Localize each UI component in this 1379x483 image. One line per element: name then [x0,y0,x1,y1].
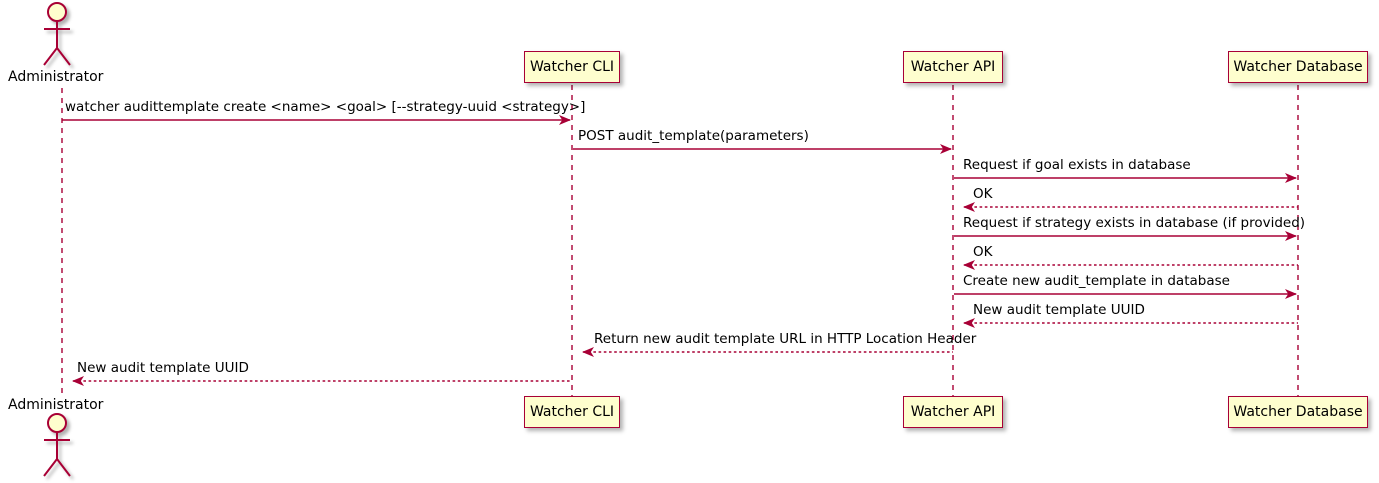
participant-label-watcher-database-bottom: Watcher Database [1233,404,1363,420]
message-label-6: OK [973,244,993,260]
participant-box-watcher-api-top[interactable]: Watcher API [903,51,1003,83]
lifelines [61,85,1299,396]
actor-label-administrator-top: Administrator [8,69,104,85]
participant-label-watcher-api-top: Watcher API [910,59,996,75]
message-label-2: POST audit_template(parameters) [578,128,809,144]
participant-label-watcher-cli-top: Watcher CLI [529,59,615,75]
message-label-5: Request if strategy exists in database (… [963,215,1306,231]
message-label-1: watcher audittemplate create <name> <goa… [65,99,586,115]
message-arrows [62,115,1298,386]
participant-box-watcher-api-bottom[interactable]: Watcher API [903,396,1003,428]
actor-label-administrator-bottom: Administrator [8,397,104,413]
participant-box-watcher-cli-bottom[interactable]: Watcher CLI [524,396,620,428]
participant-box-watcher-database-bottom[interactable]: Watcher Database [1228,396,1368,428]
actor-administrator-bottom [43,413,71,477]
participant-label-watcher-database-top: Watcher Database [1233,59,1363,75]
message-label-10: New audit template UUID [77,360,249,376]
message-label-8: New audit template UUID [973,302,1145,318]
message-label-9: Return new audit template URL in HTTP Lo… [594,331,977,347]
participant-label-watcher-api-bottom: Watcher API [910,404,996,420]
message-label-7: Create new audit_template in database [963,273,1230,289]
message-label-4: OK [973,186,993,202]
message-label-3: Request if goal exists in database [963,157,1191,173]
participant-label-watcher-cli-bottom: Watcher CLI [529,404,615,420]
participant-box-watcher-cli-top[interactable]: Watcher CLI [524,51,620,83]
actor-administrator-top [43,2,71,66]
participant-box-watcher-database-top[interactable]: Watcher Database [1228,51,1368,83]
